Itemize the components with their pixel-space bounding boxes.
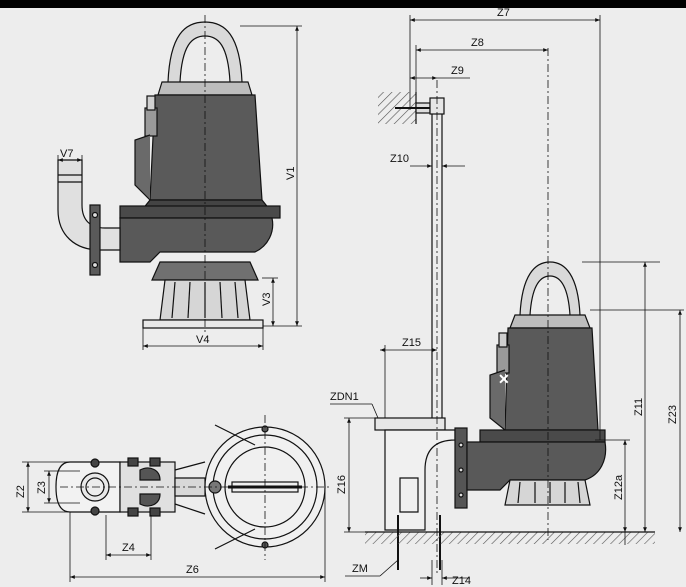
side-view-dimensions [57, 25, 302, 350]
label-v7: V7 [60, 148, 73, 160]
label-z4: Z4 [122, 542, 135, 554]
svg-text:✕: ✕ [498, 371, 510, 387]
label-z14: Z14 [452, 575, 471, 587]
label-v4: V4 [196, 334, 209, 346]
label-v3: V3 [261, 293, 273, 306]
pump-top-view [55, 415, 330, 560]
label-z8: Z8 [471, 37, 484, 49]
label-z10: Z10 [390, 153, 409, 165]
label-z12a: Z12a [613, 474, 625, 500]
label-v1: V1 [285, 167, 297, 180]
pump-side-view [57, 15, 281, 335]
label-zdn1: ZDN1 [330, 391, 359, 403]
installation-view: ✕ [365, 48, 655, 575]
label-z2: Z2 [15, 485, 27, 498]
top-border-bar [0, 0, 686, 8]
label-z16: Z16 [336, 475, 348, 494]
label-z23: Z23 [667, 405, 679, 424]
label-z6: Z6 [186, 564, 199, 576]
label-z7: Z7 [497, 7, 510, 19]
label-z9: Z9 [451, 65, 464, 77]
label-zm: ZM [352, 563, 368, 575]
label-z11: Z11 [633, 398, 645, 416]
label-z3: Z3 [36, 481, 48, 494]
top-view-dimensions [22, 461, 326, 582]
installation-dimensions [330, 15, 684, 585]
label-z15: Z15 [402, 337, 421, 349]
